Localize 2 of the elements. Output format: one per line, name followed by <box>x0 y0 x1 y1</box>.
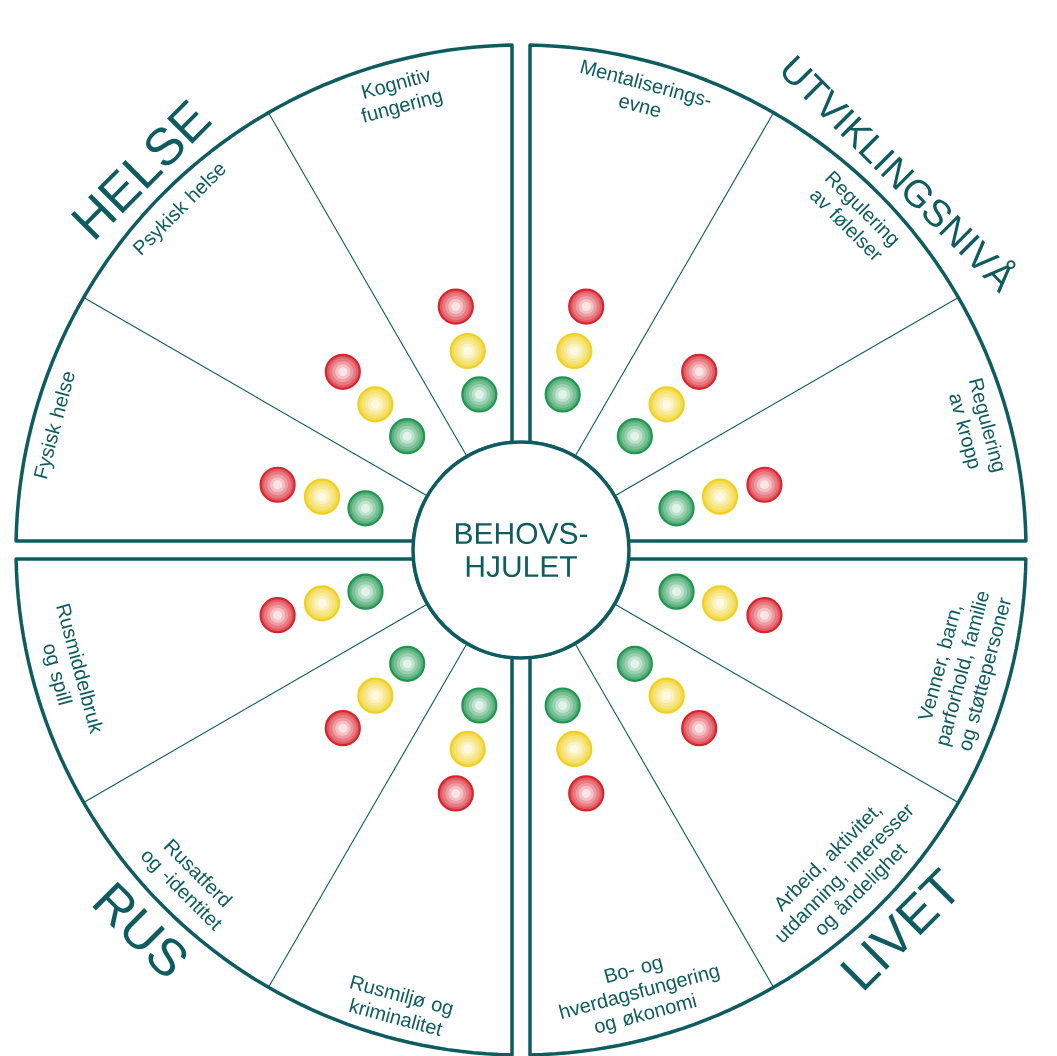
segment-label: Kognitiv fungering <box>360 69 443 123</box>
segment-label: Fysisk helse <box>33 372 75 479</box>
